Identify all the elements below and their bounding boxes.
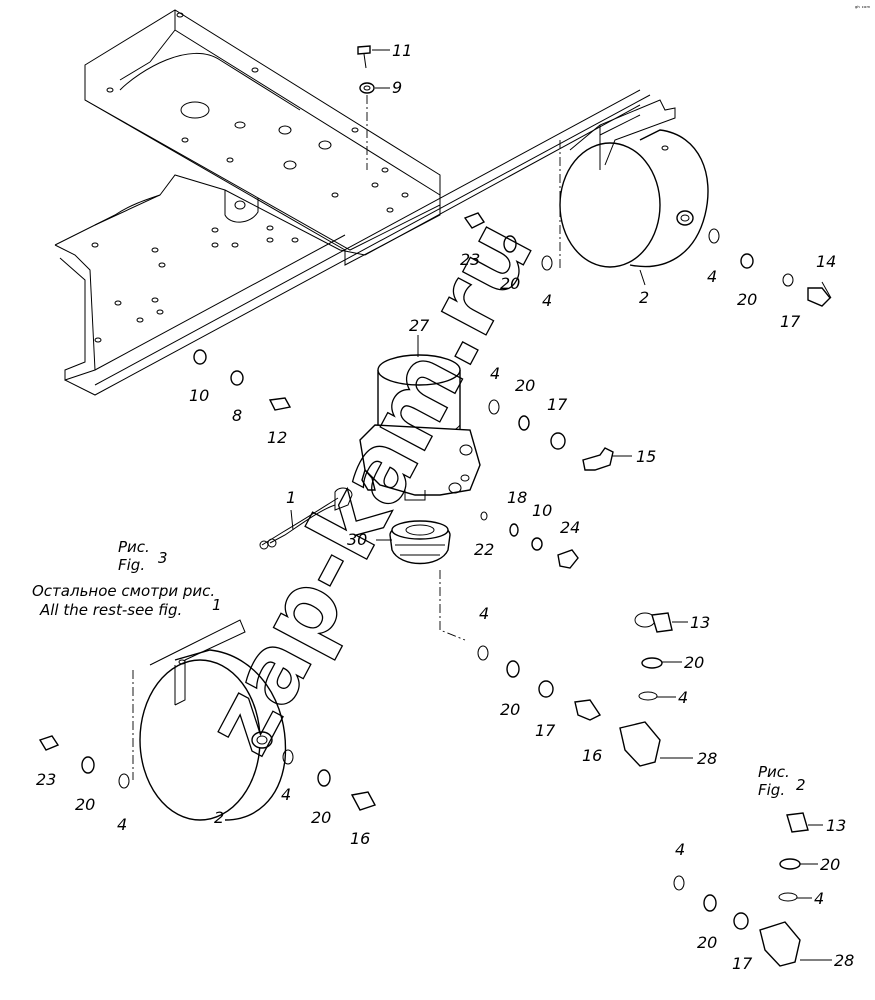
harness-cable	[259, 487, 353, 550]
callout-14: 14	[816, 252, 836, 271]
callout-23: 23	[36, 770, 56, 789]
callout-labels: 11 9 23 20 4 2 4 20 14 17 27 10 8 12 4 2…	[36, 41, 854, 973]
callout-17: 17	[732, 954, 753, 973]
fig3-ris-label: Рис.	[118, 538, 150, 556]
rest-note-ru: Остальное смотри рис.	[32, 582, 215, 600]
callout-2: 2	[639, 288, 649, 307]
callout-27: 27	[409, 316, 430, 335]
callout-20: 20	[500, 700, 520, 719]
callout-4: 4	[542, 291, 552, 310]
callout-4: 4	[675, 840, 685, 859]
callout-18: 18	[507, 488, 527, 507]
callout-4: 4	[117, 815, 127, 834]
figure-2-caption: Рис. Fig. 2	[758, 763, 806, 799]
callout-13: 13	[690, 613, 710, 632]
callout-4: 4	[479, 604, 489, 623]
callout-12: 12	[267, 428, 287, 447]
callout-20: 20	[820, 855, 840, 874]
callout-24: 24	[560, 518, 580, 537]
fig2-number: 2	[796, 776, 806, 794]
figure-3-caption: Рис. Fig. 3	[118, 538, 168, 574]
callout-1: 1	[286, 488, 296, 507]
callout-4: 4	[490, 364, 500, 383]
callout-17: 17	[535, 721, 556, 740]
callout-17: 17	[547, 395, 568, 414]
callout-20: 20	[697, 933, 717, 952]
callout-13: 13	[826, 816, 846, 835]
callout-11: 11	[392, 41, 412, 60]
callout-20: 20	[311, 808, 331, 827]
callout-4: 4	[678, 688, 688, 707]
callout-22: 22	[474, 540, 494, 559]
callout-2: 2	[214, 808, 224, 827]
watermark: zap-kam.ru	[185, 204, 554, 770]
air-receiver-upper	[559, 99, 709, 270]
fasteners-and-fittings	[38, 45, 831, 967]
callout-17: 17	[780, 312, 801, 331]
fig2-fig-label: Fig.	[758, 781, 785, 799]
callout-28: 28	[834, 951, 854, 970]
callout-20: 20	[737, 290, 757, 309]
callout-20: 20	[515, 376, 535, 395]
callout-16: 16	[350, 829, 370, 848]
callout-15: 15	[636, 447, 656, 466]
rest-see-note: Остальное смотри рис. All the rest-see f…	[32, 582, 222, 619]
leader-lines	[290, 49, 832, 961]
callout-30: 30	[347, 530, 367, 549]
callout-16: 16	[582, 746, 602, 765]
rest-note-en: All the rest-see fig.	[39, 601, 182, 619]
fig3-number: 3	[158, 549, 168, 567]
callout-28: 28	[697, 749, 717, 768]
silencer-valve	[389, 520, 466, 641]
callout-9: 9	[392, 78, 402, 97]
callout-10: 10	[532, 501, 552, 520]
callout-20: 20	[500, 274, 520, 293]
callout-20: 20	[684, 653, 704, 672]
callout-10: 10	[189, 386, 209, 405]
callout-4: 4	[707, 267, 717, 286]
callout-4: 4	[281, 785, 291, 804]
chassis-frame	[54, 9, 651, 396]
air-receiver-lower	[132, 619, 287, 821]
corner-mark: ᵍʰ ᶜᵒᵐ	[855, 5, 870, 12]
air-dryer-assembly	[359, 354, 481, 501]
rest-note-number: 1	[212, 596, 222, 614]
fig3-fig-label: Fig.	[118, 556, 145, 574]
callout-8: 8	[232, 406, 242, 425]
callout-4: 4	[814, 889, 824, 908]
fig2-ris-label: Рис.	[758, 763, 790, 781]
callout-20: 20	[75, 795, 95, 814]
callout-23: 23	[460, 250, 480, 269]
